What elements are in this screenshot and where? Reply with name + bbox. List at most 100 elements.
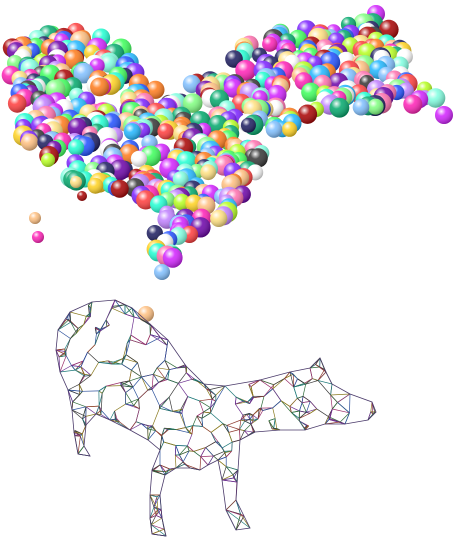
mesh-edge (302, 396, 311, 402)
mesh-edge (80, 366, 92, 376)
mesh-edge (159, 396, 170, 409)
mesh-edge (156, 496, 159, 510)
mesh-edge (239, 430, 245, 441)
mesh-edge (105, 319, 108, 327)
mesh-edge (156, 360, 166, 369)
mesh-edge (125, 343, 128, 355)
mesh-edge (226, 425, 230, 433)
mesh-edge (107, 360, 113, 365)
mesh-edge (324, 418, 331, 425)
mesh-edge (157, 509, 163, 519)
sphere-shading (248, 148, 268, 168)
mesh-edge (242, 413, 250, 416)
mesh-edge (178, 372, 187, 384)
mesh-edge (210, 423, 224, 433)
mesh-edge (330, 383, 333, 396)
mesh-edge (78, 384, 81, 395)
sphere-shading (367, 98, 384, 115)
mesh-edge (72, 394, 80, 403)
mesh-edge (200, 447, 207, 457)
mesh-edge (105, 319, 110, 326)
mesh-edge (185, 427, 193, 435)
mesh-edge (187, 445, 190, 452)
mesh-edge (70, 328, 79, 339)
mesh-edge (248, 379, 261, 385)
mesh-edge (84, 373, 92, 376)
mesh-edge (109, 419, 120, 423)
mesh-edge (178, 378, 192, 384)
sphere-shading (379, 19, 399, 40)
mesh-edge (64, 353, 67, 356)
mesh-edge (196, 415, 203, 419)
mesh-edge (200, 455, 214, 457)
mesh-edge (94, 328, 97, 335)
mesh-edge (125, 354, 138, 363)
sphere-shading (87, 177, 104, 194)
mesh-edge (309, 401, 318, 410)
mesh-edge (159, 405, 173, 412)
mesh-edge (71, 409, 86, 417)
mesh-edge (98, 393, 103, 407)
mesh-edge (87, 351, 99, 363)
mesh-edge (317, 380, 333, 385)
mesh-edge (149, 494, 159, 510)
mesh-edge (71, 409, 83, 420)
mesh-edge (129, 423, 142, 431)
mesh-edge (105, 306, 113, 321)
mesh-edge (111, 304, 125, 307)
mesh-edge (244, 423, 252, 431)
mesh-edge (55, 349, 66, 352)
mesh-edge (94, 333, 97, 345)
mesh-edge (291, 412, 300, 422)
mesh-edge (297, 398, 303, 403)
mesh-edge (249, 418, 254, 422)
mesh-edge (129, 339, 147, 346)
mesh-edge (176, 429, 190, 434)
mesh-edge (168, 397, 173, 412)
sphere-shading (262, 36, 278, 52)
mesh-edge (167, 369, 170, 380)
mesh-edge (250, 379, 261, 387)
mesh-edge (153, 374, 159, 383)
mesh-edge (210, 399, 213, 408)
mesh-edge (260, 407, 264, 411)
mesh-edge (81, 433, 85, 447)
mesh-edge (225, 450, 232, 458)
mesh-edge (125, 339, 131, 355)
mesh-edge (268, 420, 275, 429)
mesh-edge (179, 445, 188, 456)
mesh-edge (124, 313, 135, 318)
mesh-edge (221, 474, 234, 481)
mesh-edge (109, 410, 115, 421)
sphere-shading (425, 88, 446, 108)
mesh-edge (289, 398, 298, 407)
mesh-edge (153, 507, 157, 516)
mesh-edge (244, 418, 251, 422)
mesh-edge (147, 382, 159, 391)
mesh-edge (59, 355, 67, 373)
mesh-edge (239, 419, 242, 430)
mesh-edge (164, 427, 177, 430)
sphere-shading (110, 179, 129, 198)
sphere-shading (403, 94, 423, 114)
mesh-edge (332, 402, 338, 410)
sphere-shading (210, 209, 228, 227)
mesh-edge (192, 425, 203, 427)
mesh-edge (246, 414, 251, 420)
mesh-edge (263, 384, 274, 397)
mesh-edge (298, 411, 307, 419)
mesh-edge (272, 378, 285, 390)
mesh-edge (234, 397, 237, 405)
mesh-edge (121, 354, 127, 365)
mesh-edge (155, 509, 159, 516)
mesh-edge (156, 367, 166, 379)
mesh-edge (114, 403, 126, 412)
mesh-edge (182, 396, 189, 410)
sphere-shading (70, 176, 82, 188)
mesh-edge (249, 413, 254, 416)
mesh-edge (83, 316, 91, 325)
mesh-edge (151, 374, 154, 390)
mesh-edge (302, 384, 307, 397)
mesh-edge (138, 389, 148, 400)
mesh-edge (80, 436, 85, 447)
